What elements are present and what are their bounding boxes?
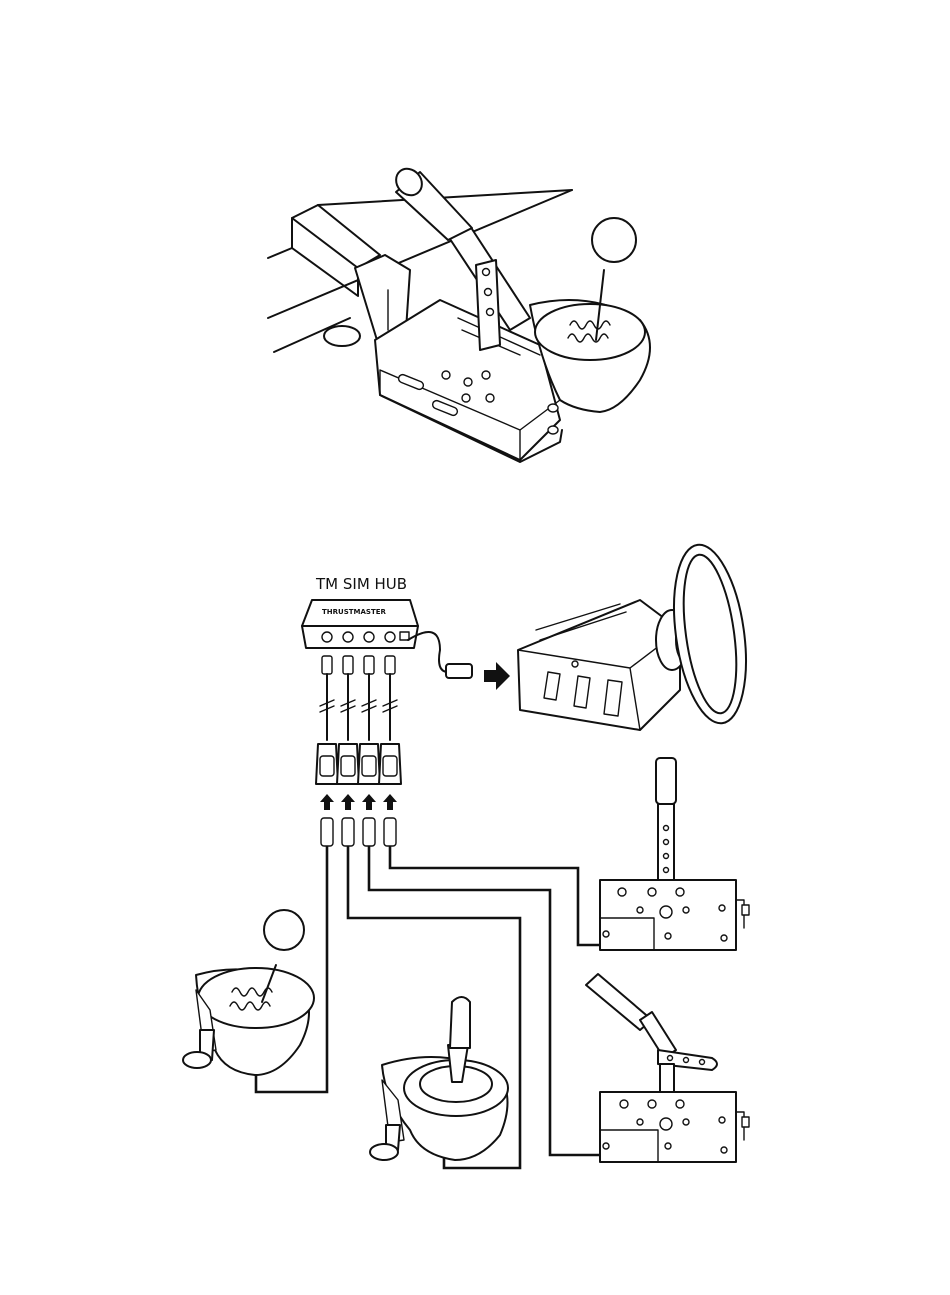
hub-cables — [316, 656, 401, 784]
handbrake-and-shifter-mounted-on-bar — [268, 164, 650, 462]
arrow-up-icon — [320, 794, 334, 810]
arrow-up-icon — [362, 794, 376, 810]
arrow-up-icon — [383, 794, 397, 810]
hub-brand: THRUSTMASTER — [322, 608, 387, 616]
device-plugs — [321, 818, 396, 846]
sequential-shifter-sh8 — [600, 758, 749, 950]
arrow-up-icons — [320, 794, 397, 810]
hub-label: TM SIM HUB — [315, 575, 407, 593]
h-pattern-shifter-th8a — [183, 910, 314, 1075]
sequential-shifter — [370, 997, 508, 1160]
arrow-right-icon — [484, 662, 510, 690]
arrow-up-icon — [341, 794, 355, 810]
racing-wheel-base — [518, 540, 756, 730]
handbrake-tss — [586, 974, 749, 1162]
